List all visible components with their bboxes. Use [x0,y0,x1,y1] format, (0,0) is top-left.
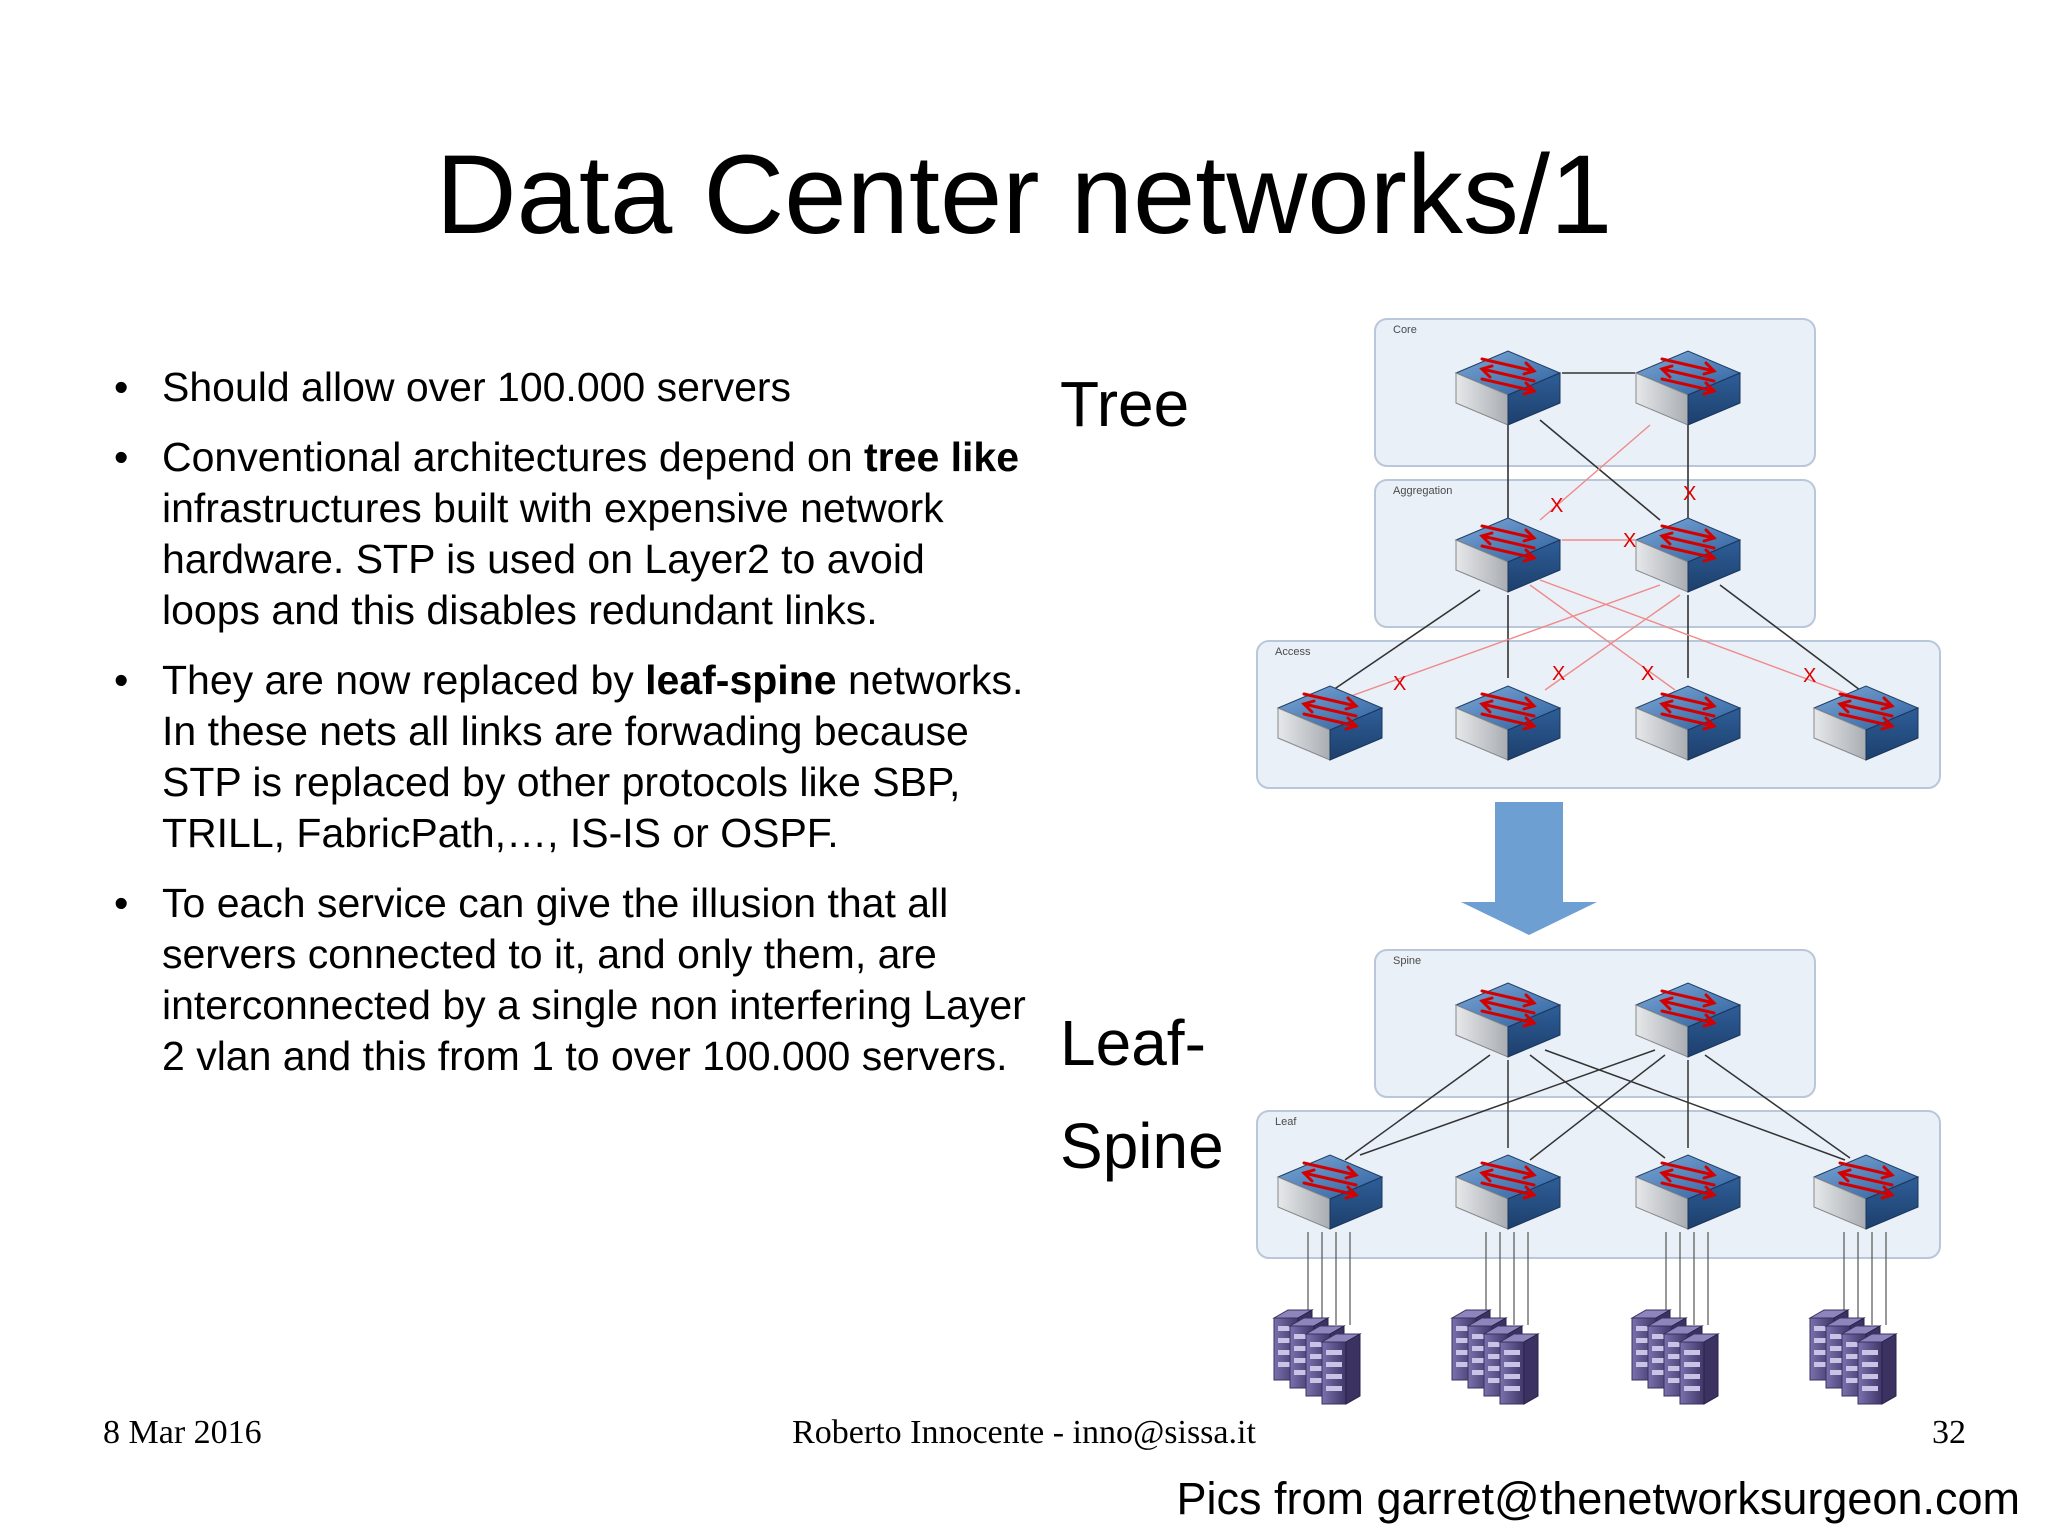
spine-panel [1374,949,1816,1098]
blocked-link-marks: X X X X X X X [1393,483,1816,695]
leaf-panel [1256,1110,1941,1259]
leaf-spine-links [1344,1049,1851,1161]
svg-text:X: X [1552,663,1565,685]
bullet-text: Should allow over 100.000 servers [162,364,792,410]
bullet-text: networks. In these nets all links are fo… [162,657,1024,856]
spine-switch [1634,982,1742,1058]
switch-arrows-icon [1479,692,1537,731]
bullet-dot: • [114,657,129,703]
switch-arrows-icon [1837,1161,1895,1200]
switch-arrows-icon [1479,989,1537,1028]
spine-switch [1454,982,1562,1058]
bullet-dot: • [114,880,129,926]
bullet-dot: • [114,364,129,410]
switch-arrows-icon [1301,1161,1359,1200]
leaf-switch [1812,1154,1920,1230]
switch-arrows-icon [1301,692,1359,731]
server-icon [1856,1333,1898,1405]
svg-text:X: X [1393,673,1406,695]
core-panel [1374,318,1816,467]
footer-date: 8 Mar 2016 [103,1414,262,1451]
aggregation-switch [1454,517,1562,593]
access-panel [1256,640,1941,789]
access-switch [1812,685,1920,761]
access-switch [1634,685,1742,761]
aggregation-panel [1374,479,1816,628]
switch-arrows-icon [1479,524,1537,563]
bullet-text: To each service can give the illusion th… [162,880,1026,1079]
bullet-text: They are now replaced by [162,657,646,703]
access-switch [1454,685,1562,761]
bullet-item: • To each service can give the illusion t… [110,878,1030,1082]
switch-arrows-icon [1837,692,1895,731]
spine-label: Spine [1060,1110,1224,1182]
image-credit: Pics from garret@thenetworksurgeon.com [1176,1473,2020,1524]
slide-title: Data Center networks/1 [435,132,1613,257]
aggregation-tag: Aggregation [1393,485,1452,497]
leaf-switch [1276,1154,1384,1230]
switch-arrows-icon [1659,989,1717,1028]
svg-text:X: X [1641,663,1654,685]
access-switch [1276,685,1384,761]
footer-author: Roberto Innocente - inno@sissa.it [792,1414,1256,1451]
aggregation-switch [1634,517,1742,593]
switch-arrows-icon [1659,1161,1717,1200]
server-icon [1498,1333,1540,1405]
access-tag: Access [1275,646,1311,658]
spine-tag: Spine [1393,955,1421,967]
bullet-item: • They are now replaced by leaf-spine net… [110,655,1030,859]
core-switch [1634,350,1742,426]
bullet-text: infrastructures built with expensive net… [162,485,944,633]
leaf-tag: Leaf [1275,1116,1297,1128]
switch-arrows-icon [1659,692,1717,731]
switch-arrows-icon [1659,524,1717,563]
tree-active-links [1332,372,1861,691]
leaf-switch [1454,1154,1562,1230]
svg-text:X: X [1550,495,1563,517]
tree-label: Tree [1060,368,1190,440]
switch-arrows-icon [1479,357,1537,396]
server-icon [1678,1333,1720,1405]
server-racks [1272,1309,1898,1405]
svg-text:X: X [1803,665,1816,687]
svg-text:X: X [1623,530,1636,552]
bullet-item: • Conventional architectures depend on tr… [110,432,1030,636]
tree-blocked-links [1339,424,1851,701]
bullet-text: Conventional architectures depend on [162,434,865,480]
bullet-dot: • [114,434,129,480]
server-icon [1320,1333,1362,1405]
leaf-switch [1634,1154,1742,1230]
bullet-emphasis: leaf-spine [645,657,837,703]
switch-arrows-icon [1479,1161,1537,1200]
switch-arrows-icon [1659,357,1717,396]
svg-text:X: X [1683,483,1696,505]
switches [1276,350,1920,1230]
footer-page-number: 32 [1932,1414,1966,1451]
core-tag: Core [1393,324,1417,336]
transition-arrow [1461,802,1597,935]
core-switch [1454,350,1562,426]
bullet-list: • Should allow over 100.000 servers • Conve… [110,362,1030,1101]
leaf-label: Leaf- [1060,1007,1206,1079]
bullet-item: • Should allow over 100.000 servers [110,362,1030,413]
bullet-emphasis: tree like [864,434,1020,480]
